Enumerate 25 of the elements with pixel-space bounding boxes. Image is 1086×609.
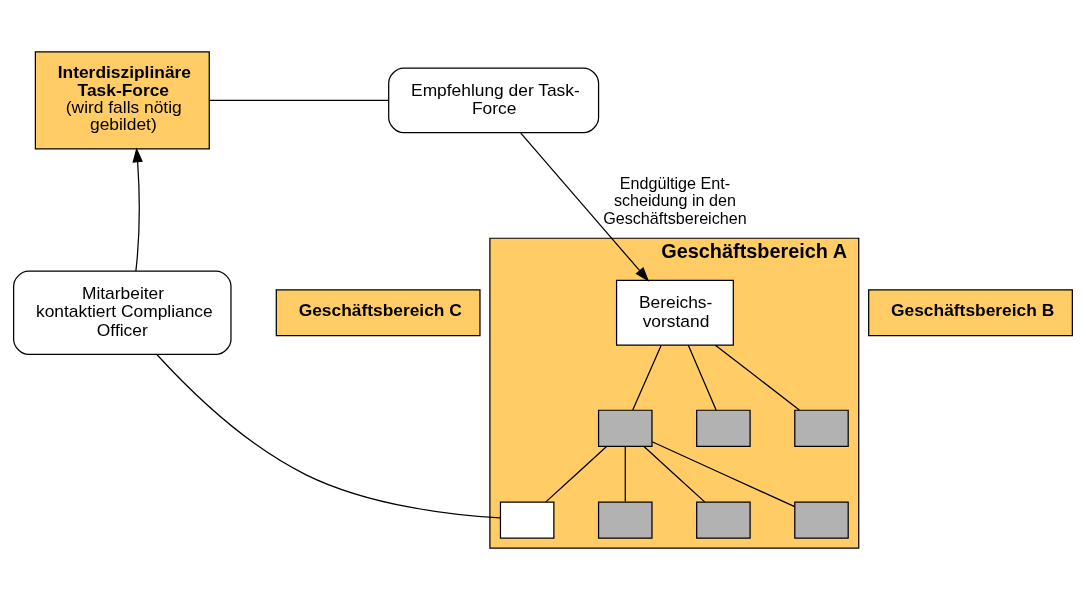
connector — [624, 445, 626, 502]
node-box: Geschäftsbereich B — [868, 288, 1073, 336]
connector — [545, 445, 608, 502]
connector — [208, 99, 390, 101]
connector — [643, 445, 706, 502]
connector — [156, 353, 501, 519]
node-box — [794, 501, 849, 539]
node-box: Geschäftsbereich C — [275, 288, 481, 336]
connector — [632, 344, 662, 411]
node-box: Interdisziplinäre Task-Force (wird falls nötig gebildet) — [34, 50, 210, 149]
arrow — [520, 131, 650, 282]
connector — [687, 344, 717, 411]
node-box — [794, 409, 849, 447]
node-box: Bereichs- vorstand — [615, 279, 734, 346]
arrow — [132, 146, 143, 272]
connector — [714, 344, 800, 411]
connector — [651, 440, 796, 507]
node-box: Mitarbeiter kontaktiert Compliance Officer — [13, 270, 232, 355]
node-box — [696, 409, 751, 447]
node-box — [597, 409, 653, 447]
edge-label: Endgültige Ent- scheidung in den Geschäftsbereichen — [603, 173, 747, 227]
node-box — [696, 501, 751, 539]
node-box — [597, 501, 653, 539]
node-box — [499, 501, 555, 539]
node-box: Empfehlung der Task-Force — [388, 67, 600, 133]
